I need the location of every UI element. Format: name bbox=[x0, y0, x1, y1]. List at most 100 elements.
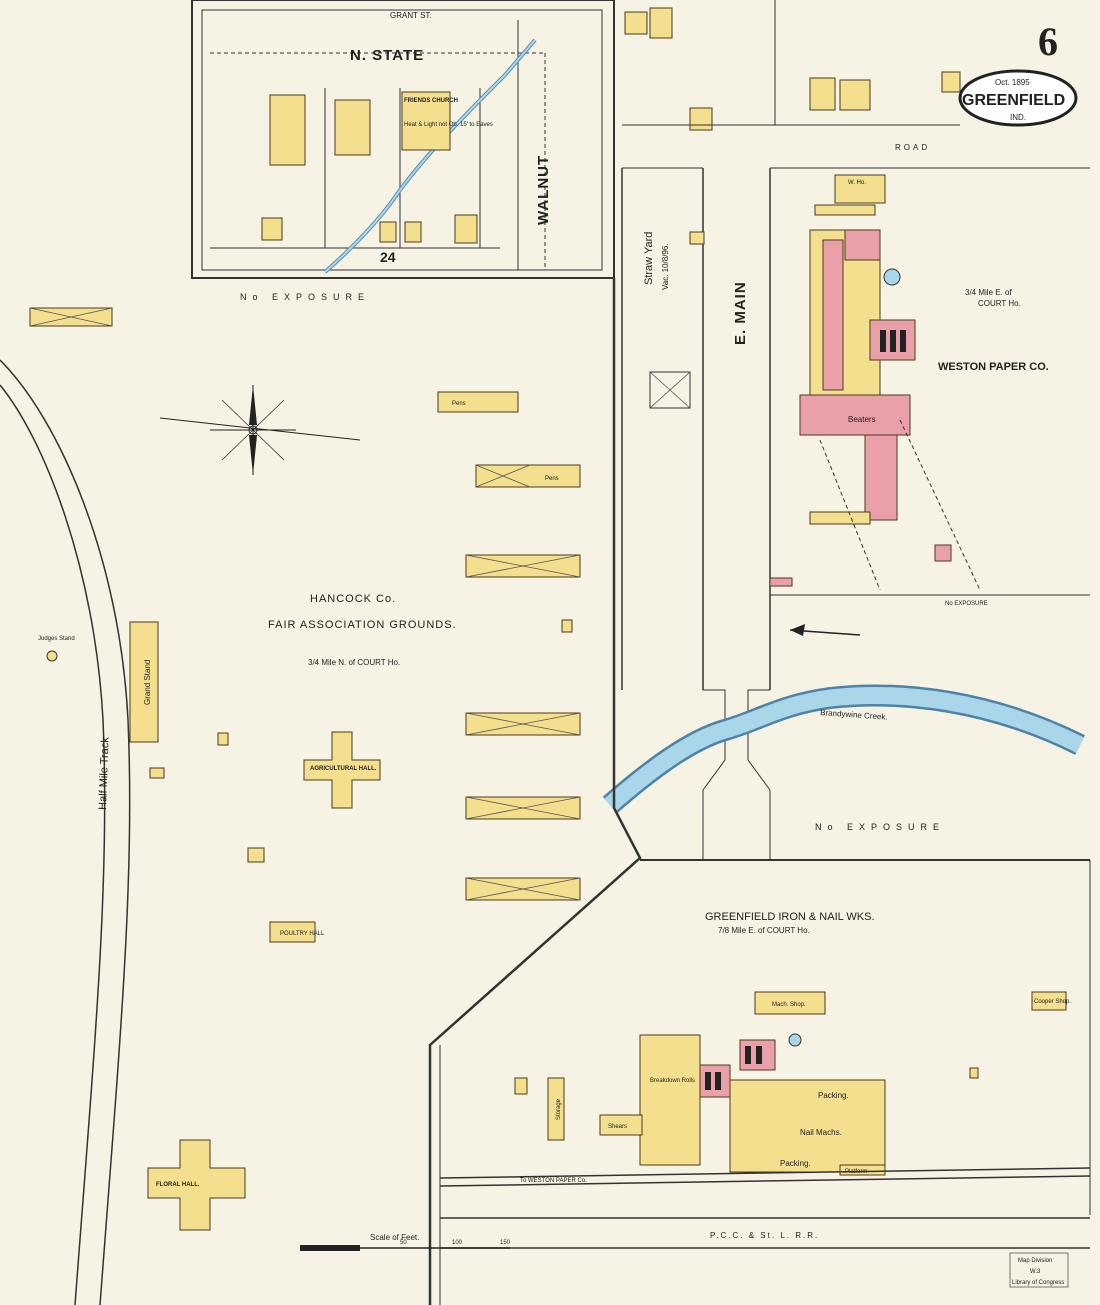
breakdown-rolls-label: Breakdown Rolls bbox=[650, 1078, 695, 1084]
storage-label: Storage bbox=[556, 1098, 562, 1120]
packing-label-1: Packing. bbox=[818, 1091, 849, 1100]
fair-line-1: HANCOCK Co. bbox=[310, 593, 396, 605]
scale-tick-150: 150 bbox=[500, 1240, 511, 1246]
sheet-number: 6 bbox=[1038, 19, 1058, 64]
water-tank bbox=[883, 268, 901, 286]
iron-platform bbox=[839, 1164, 886, 1176]
half-mile-track-outer bbox=[0, 384, 106, 1305]
scale-bar-fill bbox=[300, 1245, 360, 1251]
bridge-west bbox=[702, 689, 726, 860]
fairgrounds-boundary bbox=[428, 278, 642, 1305]
shed-b-x2 bbox=[465, 796, 581, 820]
rolling-mill bbox=[639, 1034, 701, 1166]
straw-yard-label: Straw Yard bbox=[643, 232, 655, 285]
brandywine-creek-water bbox=[604, 687, 1084, 812]
pens-2 bbox=[475, 464, 581, 488]
paper-platform bbox=[814, 204, 876, 216]
judges-stand bbox=[46, 650, 58, 662]
pens-2-label: Pens bbox=[545, 476, 559, 482]
stamp-line-1: Map Division bbox=[1018, 1258, 1052, 1264]
friends-church-building bbox=[401, 91, 451, 151]
agricultural-hall-label: AGRICULTURAL HALL. bbox=[310, 766, 377, 772]
shed-e-x2 bbox=[465, 554, 581, 578]
nail-machine-building bbox=[729, 1079, 886, 1173]
scale-label: Scale of Feet. bbox=[370, 1233, 419, 1242]
rail-spur-1 bbox=[819, 439, 881, 591]
outbuilding-1 bbox=[261, 217, 283, 241]
top-building-6 bbox=[941, 71, 961, 93]
storage-shed bbox=[547, 1077, 565, 1141]
walnut-label: WALNUT bbox=[535, 155, 552, 225]
beaters-label: Beaters bbox=[848, 415, 876, 424]
straw-yard-x2 bbox=[649, 371, 691, 409]
no-exposure-creek: No EXPOSURE bbox=[815, 822, 945, 832]
shears-label: Shears bbox=[608, 1124, 627, 1130]
cooper-shop bbox=[1031, 991, 1067, 1011]
fair-line-3: 3/4 Mile N. of COURT Ho. bbox=[308, 658, 400, 667]
small-bldg-1 bbox=[247, 847, 265, 863]
scale-tick-50: 50 bbox=[400, 1240, 407, 1246]
long-shed-x2 bbox=[29, 307, 113, 327]
mach-shop-label: Mach. Shop. bbox=[772, 1002, 806, 1008]
paper-beaters-room bbox=[799, 394, 911, 436]
boiler-2 bbox=[890, 330, 896, 352]
pens-1 bbox=[437, 391, 519, 413]
north-arrow-head bbox=[790, 624, 805, 636]
friends-church-label: FRIENDS CHURCH bbox=[404, 98, 458, 104]
regulator-house bbox=[769, 577, 793, 587]
wood-house-label: W. Ho. bbox=[848, 180, 866, 186]
paper-pump-house bbox=[934, 544, 952, 562]
spur-track-2 bbox=[439, 1175, 1091, 1187]
state-name: IND. bbox=[1010, 113, 1026, 122]
boiler-1 bbox=[880, 330, 886, 352]
road-label: ROAD bbox=[895, 143, 930, 152]
paper-mach-room bbox=[822, 239, 844, 391]
top-building-4 bbox=[809, 77, 836, 111]
paper-store-room bbox=[844, 229, 881, 261]
dwelling-2 bbox=[334, 99, 371, 156]
grand-stand bbox=[129, 621, 159, 743]
nw-block-border bbox=[191, 0, 615, 279]
e-main-label: E. MAIN bbox=[732, 281, 749, 345]
small-bldg-iron bbox=[969, 1067, 979, 1079]
shed-a-x2 bbox=[465, 877, 581, 901]
iron-boiler-2 bbox=[756, 1046, 762, 1064]
judges-stand-label: Judges Stand bbox=[38, 636, 75, 642]
shed-c-x2 bbox=[465, 712, 581, 736]
friends-church-note: Heat & Light not Ob. 15' to Eaves bbox=[404, 122, 493, 128]
straw-yard-vac: Vac. 10/8/96. bbox=[661, 243, 670, 290]
no-exposure-east-upper: No EXPOSURE bbox=[945, 601, 988, 607]
poultry-hall-label: POULTRY HALL bbox=[280, 931, 325, 937]
bridge-east bbox=[747, 689, 771, 860]
horse-shed bbox=[689, 231, 705, 245]
sheet-date: Oct. 1895 bbox=[995, 78, 1030, 87]
fair-line-2: FAIR ASSOCIATION GROUNDS. bbox=[268, 619, 457, 631]
iron-works-name: GREENFIELD IRON & NAIL WKS. bbox=[705, 911, 875, 923]
outbuilding-2 bbox=[379, 221, 397, 243]
floral-hall-label: FLORAL HALL. bbox=[156, 1182, 200, 1188]
dwelling-3 bbox=[454, 214, 478, 244]
library-stamp bbox=[1009, 1252, 1069, 1288]
railroad-label: P.C.C. & St. L. R.R. bbox=[710, 1231, 819, 1240]
cooper-shop-label: Cooper Shop. bbox=[1034, 999, 1071, 1005]
shears-shed bbox=[599, 1114, 643, 1136]
paper-shed bbox=[809, 511, 871, 525]
iron-works-distance: 7/8 Mile E. of COURT Ho. bbox=[718, 926, 810, 935]
furnace-1 bbox=[705, 1072, 711, 1090]
grand-stand-label: Grand Stand bbox=[143, 660, 152, 705]
track-label: Half Mile Track bbox=[97, 736, 112, 810]
outbuilding-3 bbox=[404, 221, 422, 243]
top-building-1 bbox=[624, 11, 648, 35]
compass-rose bbox=[159, 385, 361, 475]
small-bldg-2 bbox=[149, 767, 165, 779]
grant-st-label: GRANT ST. bbox=[390, 11, 432, 20]
paper-distance-2: COURT Ho. bbox=[978, 299, 1021, 308]
no-exposure-north: No EXPOSURE bbox=[240, 292, 370, 302]
paper-straw-house bbox=[864, 434, 898, 521]
city-name: GREENFIELD bbox=[962, 92, 1065, 109]
top-building-3 bbox=[689, 107, 713, 131]
small-bldg-4 bbox=[561, 619, 573, 633]
mach-shop bbox=[754, 991, 826, 1015]
top-building-5 bbox=[839, 79, 871, 111]
